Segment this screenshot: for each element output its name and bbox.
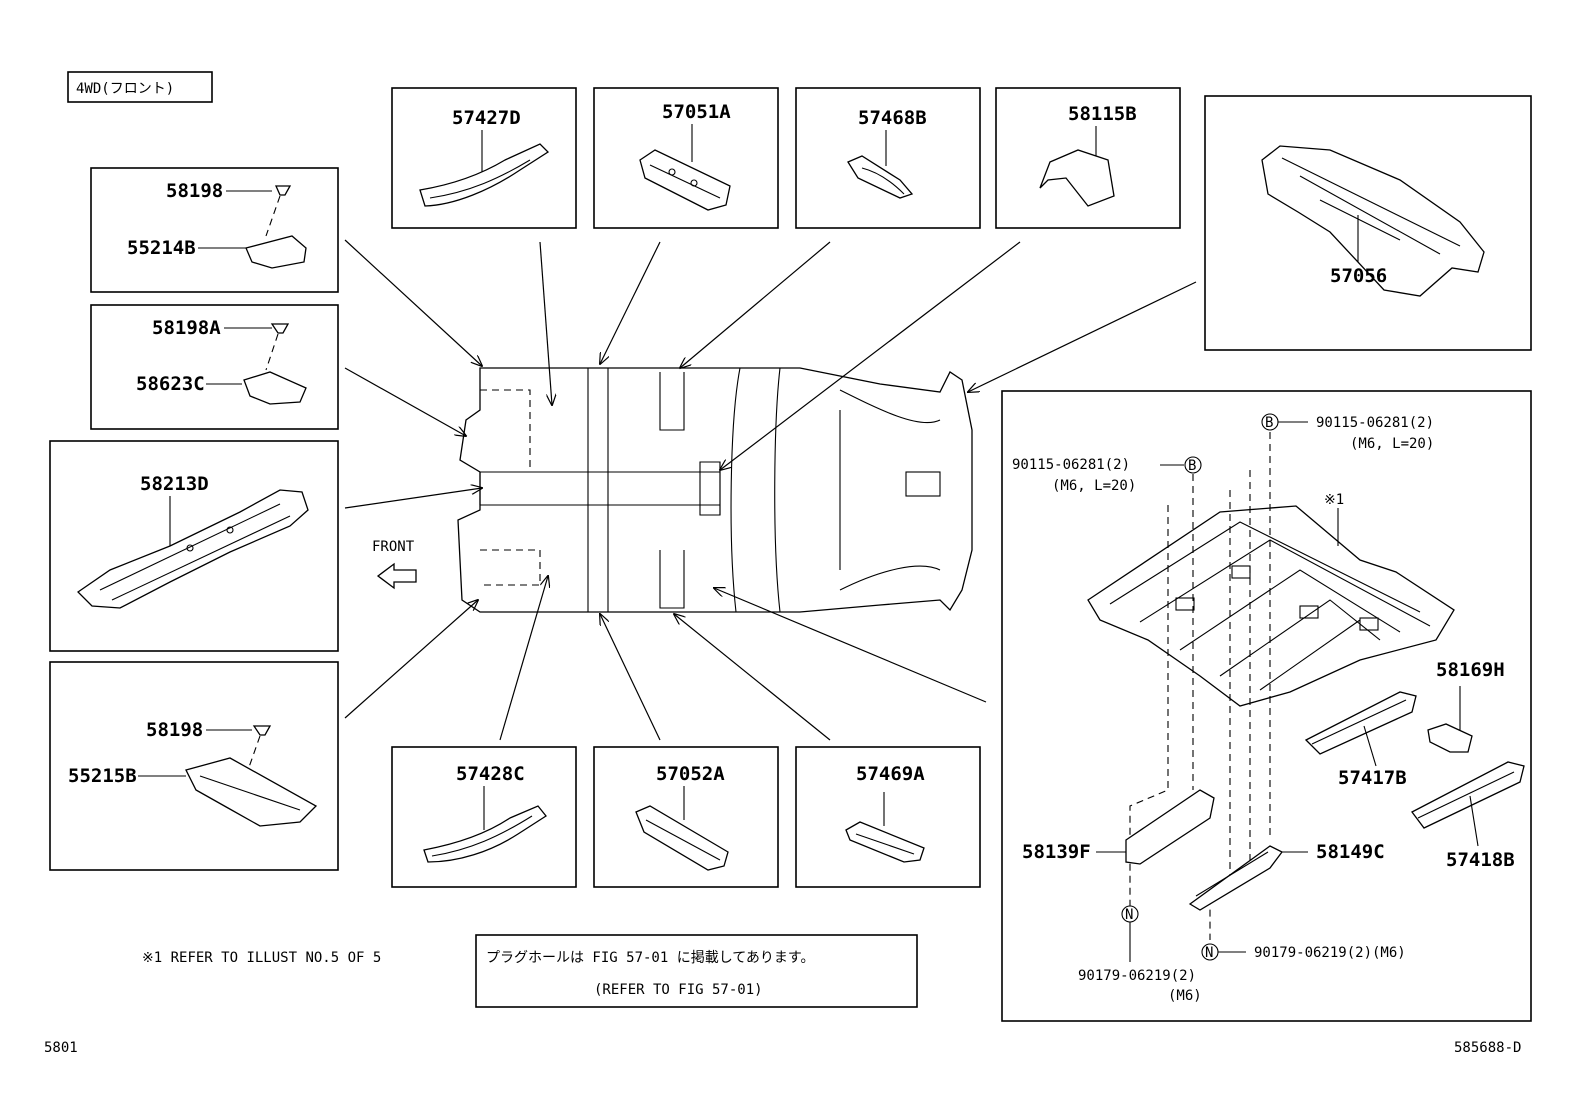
part-box-58623C[interactable]: 58198A 58623C xyxy=(90,304,339,430)
front-direction-indicator: FRONT xyxy=(372,539,417,590)
svg-text:プラグホールは FIG 57-01 に掲載してあります。: プラグホールは FIG 57-01 に掲載してあります。 xyxy=(486,950,814,966)
part-box-57427D[interactable]: 57427D xyxy=(391,87,577,229)
part-number: 58149C xyxy=(1316,841,1385,863)
part-box-58115B[interactable]: 58115B xyxy=(995,87,1181,229)
bolt-b-right-callout: B 90115-06281(2) (M6, L=20) xyxy=(1261,413,1434,840)
part-number: 57417B xyxy=(1338,767,1407,789)
part-box-55214B[interactable]: 58198 55214B xyxy=(90,167,339,293)
panel-number: 58623C xyxy=(136,373,205,395)
bolt-b-left-callout: 90115-06281(2) B (M6, L=20) xyxy=(1012,456,1202,790)
svg-text:4WD(フロント): 4WD(フロント) xyxy=(76,81,174,97)
nut-n-right-callout: N 90179-06219(2)(M6) xyxy=(1201,943,1406,961)
floor-reference-mark: ※1 xyxy=(1324,492,1344,508)
svg-text:90179-06219(2): 90179-06219(2) xyxy=(1078,968,1196,984)
marker-n: N xyxy=(1125,907,1133,923)
svg-text:(M6): (M6) xyxy=(1168,988,1202,1004)
svg-text:(M6, L=20): (M6, L=20) xyxy=(1052,478,1136,494)
marker-b: B xyxy=(1265,415,1273,431)
part-number: 57469A xyxy=(856,763,925,785)
svg-text:(REFER TO FIG 57-01): (REFER TO FIG 57-01) xyxy=(594,982,763,998)
part-box-57428C[interactable]: 57428C xyxy=(391,746,577,888)
marker-b: B xyxy=(1188,458,1196,474)
svg-text:90179-06219(2)(M6): 90179-06219(2)(M6) xyxy=(1254,945,1406,961)
part-number: 58169H xyxy=(1436,659,1505,681)
part-box-57056[interactable]: 57056 xyxy=(1204,95,1532,351)
part-57417B[interactable]: 57417B xyxy=(1304,691,1417,789)
part-box-57051A[interactable]: 57051A xyxy=(593,87,779,229)
plug-hole-note: プラグホールは FIG 57-01 に掲載してあります。 (REFER TO F… xyxy=(475,934,918,1008)
part-number: 57468B xyxy=(858,107,927,129)
part-box-57052A[interactable]: 57052A xyxy=(593,746,779,888)
page-code: 5801 xyxy=(44,1040,78,1056)
part-box-57468B[interactable]: 57468B xyxy=(795,87,981,229)
part-number: 58115B xyxy=(1068,103,1137,125)
panel-number: 55215B xyxy=(68,765,137,787)
variant-label: 4WD(フロント) xyxy=(67,71,213,103)
part-number: 57056 xyxy=(1330,265,1387,287)
panel-number: 55214B xyxy=(127,237,196,259)
part-number: 57418B xyxy=(1446,849,1515,871)
callout-arrows xyxy=(344,239,1197,741)
assembly-box: ※1 B 90115-06281(2) (M6, L=20) 90115-062… xyxy=(1001,390,1532,1022)
part-box-57469A[interactable]: 57469A xyxy=(795,746,981,888)
refer-illust-note: ※1 REFER TO ILLUST NO.5 OF 5 xyxy=(142,950,381,966)
part-57418B[interactable]: 57418B xyxy=(1411,761,1525,871)
clip-number: 58198A xyxy=(152,317,221,339)
svg-text:FRONT: FRONT xyxy=(372,539,415,555)
svg-text:90115-06281(2): 90115-06281(2) xyxy=(1316,415,1434,431)
part-58149C[interactable]: 58149C xyxy=(1188,841,1385,911)
part-58169H[interactable]: 58169H xyxy=(1427,659,1505,753)
part-number: 57052A xyxy=(656,763,725,785)
svg-text:90115-06281(2): 90115-06281(2) xyxy=(1012,457,1130,473)
part-box-58213D[interactable]: 58213D xyxy=(49,440,339,652)
illustration-code: 585688-D xyxy=(1454,1040,1521,1056)
part-58139F[interactable]: 58139F xyxy=(1022,789,1215,865)
part-number: 57428C xyxy=(456,763,525,785)
underbody-floor xyxy=(457,367,973,613)
clip-number: 58198 xyxy=(146,719,203,741)
part-number: 57427D xyxy=(452,107,521,129)
marker-n: N xyxy=(1205,945,1213,961)
part-number: 58139F xyxy=(1022,841,1091,863)
nut-n-left-callout: N 90179-06219(2) (M6) xyxy=(1078,905,1202,1004)
part-number: 58213D xyxy=(140,473,209,495)
clip-number: 58198 xyxy=(166,180,223,202)
part-number: 57051A xyxy=(662,101,731,123)
part-box-55215B[interactable]: 58198 55215B xyxy=(49,661,339,871)
svg-text:(M6, L=20): (M6, L=20) xyxy=(1350,436,1434,452)
front-arrow-icon xyxy=(376,562,417,590)
